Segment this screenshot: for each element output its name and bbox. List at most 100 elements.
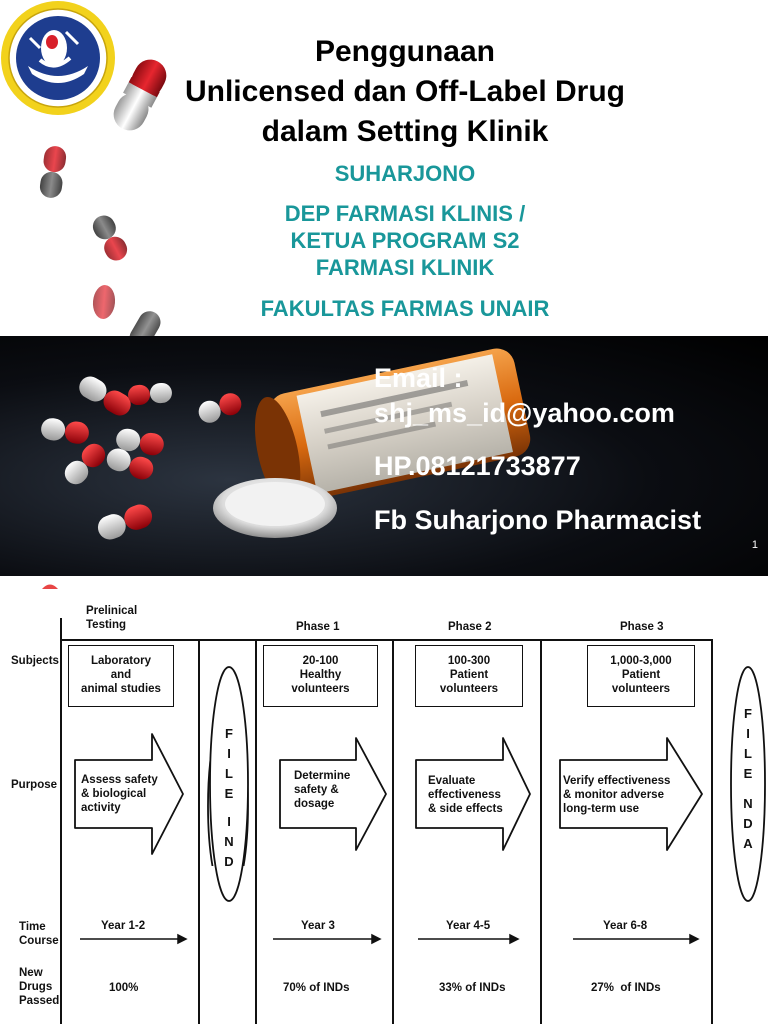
- purpose-phase1-line-2: safety &: [294, 784, 339, 796]
- purpose-text-phase-2: Evaluate effectiveness & side effects: [428, 774, 503, 816]
- row-label-passed-line-3: Passed: [19, 995, 60, 1007]
- subjects-phase1-line-3: volunteers: [291, 683, 350, 695]
- row-label-purpose: Purpose: [11, 779, 58, 791]
- column-divider-3: [392, 639, 394, 1024]
- file-ind-letter-5: I: [227, 814, 231, 829]
- file-ind-letter-3: L: [225, 766, 233, 781]
- passed-preclinical: 100%: [109, 982, 139, 994]
- email-label: Email :: [374, 363, 463, 393]
- title-line-2: Unlicensed dan Off-Label Drug: [184, 75, 626, 108]
- file-nda-text: F I L E N D A: [738, 704, 758, 854]
- passed-phase-2: 33% of INDs: [439, 982, 506, 994]
- subjects-preclinical-line-2: and: [110, 669, 132, 681]
- time-course-arrows: [80, 933, 700, 945]
- title-line-3: dalam Setting Klinik: [261, 115, 549, 148]
- subjects-preclinical-line-1: Laboratory: [90, 655, 152, 667]
- subjects-phase2-line-2: Patient: [449, 669, 489, 681]
- file-nda-letter-1: F: [744, 706, 752, 721]
- row-label-new-drugs-passed: New Drugs Passed: [19, 966, 59, 1008]
- purpose-preclinical-line-3: activity: [81, 802, 121, 814]
- title-line-1: Penggunaan: [314, 35, 495, 68]
- header-phase-2: Phase 2: [448, 621, 492, 633]
- purpose-phase2-line-3: & side effects: [428, 803, 503, 815]
- column-divider-4: [540, 639, 542, 1024]
- passed-phase-3: 27% of INDs: [591, 982, 661, 994]
- file-ind-letter-1: F: [225, 726, 233, 741]
- file-ind-letter-7: D: [224, 854, 234, 869]
- email-address: shj_ms_id@yahoo.com: [374, 398, 675, 428]
- file-nda-oval: [730, 666, 766, 902]
- purpose-arrow-phase-2: [415, 737, 531, 851]
- row-label-passed-line-1: New: [19, 967, 43, 979]
- affiliation-line-3: FARMASI KLINIK: [315, 255, 495, 280]
- row-label-passed-line-2: Drugs: [19, 981, 53, 993]
- column-divider-right: [711, 639, 713, 1024]
- university-seal-logo: [1, 1, 115, 115]
- file-ind-text: F I L E I N D: [219, 724, 239, 872]
- author-name: SUHARJONO: [334, 161, 476, 186]
- column-divider-left: [60, 618, 62, 1024]
- purpose-text-phase-1: Determine safety & dosage: [294, 769, 350, 811]
- subjects-phase3-line-3: volunteers: [611, 683, 671, 695]
- purpose-phase1-line-3: dosage: [294, 798, 335, 810]
- file-ind-letter-2: I: [227, 746, 231, 761]
- purpose-text-phase-3: Verify effectiveness & monitor adverse l…: [563, 774, 670, 816]
- title-slide: Penggunaan Unlicensed dan Off-Label Drug…: [0, 0, 768, 576]
- red-mark-decoration: [42, 584, 58, 589]
- purpose-phase1-line-1: Determine: [294, 770, 351, 782]
- purpose-arrows: [74, 726, 703, 866]
- header-rule: [60, 639, 712, 641]
- header-preclinical: Prelinical Testing: [86, 604, 137, 632]
- passed-phase-1: 70% of INDs: [283, 982, 350, 994]
- file-nda-letter-7: A: [743, 836, 753, 851]
- file-nda-letter-2: I: [746, 726, 750, 741]
- file-nda-letter-5: N: [743, 796, 753, 811]
- time-course-phase-3: Year 6-8: [603, 920, 648, 932]
- file-ind-spacer: [219, 804, 239, 812]
- subjects-phase1-line-2: Healthy: [299, 669, 342, 681]
- row-label-time-course-line-1: Time: [19, 921, 46, 933]
- file-nda-spacer: [738, 784, 758, 794]
- subjects-phase1-line-1: 20-100: [302, 655, 339, 667]
- header-preclinical-line-2: Testing: [86, 619, 127, 631]
- file-nda-letter-6: D: [743, 816, 753, 831]
- purpose-phase2-line-2: effectiveness: [428, 789, 501, 801]
- subjects-box-phase-3: 1,000-3,000 Patient volunteers: [587, 645, 695, 707]
- purpose-arrow-phase-1: [279, 737, 387, 851]
- time-course-preclinical: Year 1-2: [101, 920, 146, 932]
- file-ind-letter-6: N: [224, 834, 234, 849]
- file-ind-letter-4: E: [224, 786, 234, 801]
- subjects-phase3-line-2: Patient: [621, 669, 661, 681]
- file-nda-letter-3: L: [744, 746, 752, 761]
- facebook-contact: Fb Suharjono Pharmacist: [374, 505, 702, 535]
- file-ind-oval: [209, 666, 249, 902]
- header-preclinical-line-1: Prelinical: [86, 605, 138, 617]
- subjects-phase3-line-1: 1,000-3,000: [610, 655, 672, 667]
- column-divider-1: [198, 639, 200, 1024]
- affiliation: DEP FARMASI KLINIS / KETUA PROGRAM S2 FA…: [160, 200, 650, 281]
- time-course-phase-2: Year 4-5: [446, 920, 491, 932]
- faculty-name: FAKULTAS FARMAS UNAIR: [260, 296, 550, 321]
- purpose-phase3-line-1: Verify effectiveness: [563, 775, 671, 787]
- subjects-box-phase-1: 20-100 Healthy volunteers: [263, 645, 378, 707]
- slide-page-number: 1: [751, 539, 758, 551]
- purpose-phase3-line-3: long-term use: [563, 803, 640, 815]
- affiliation-line-2: KETUA PROGRAM S2: [290, 228, 520, 253]
- purpose-phase3-line-2: & monitor adverse: [563, 789, 664, 801]
- drug-development-phases-diagram: Prelinical Testing Phase 1 Phase 2 Phase…: [0, 576, 768, 1024]
- purpose-preclinical-line-1: Assess safety: [81, 774, 158, 786]
- header-phase-1: Phase 1: [296, 621, 340, 633]
- file-nda-letter-4: E: [743, 766, 753, 781]
- slide-title: Penggunaan Unlicensed dan Off-Label Drug…: [150, 32, 660, 152]
- subjects-phase2-line-1: 100-300: [447, 655, 491, 667]
- purpose-phase2-line-1: Evaluate: [428, 775, 476, 787]
- subjects-phase2-line-3: volunteers: [439, 683, 499, 695]
- header-phase-3: Phase 3: [620, 621, 664, 633]
- column-divider-2: [255, 639, 257, 1024]
- time-course-phase-1: Year 3: [301, 920, 335, 932]
- purpose-preclinical-line-2: & biological: [81, 788, 147, 800]
- falling-capsules-decoration: [39, 59, 167, 340]
- row-label-time-course: Time Course: [19, 920, 59, 948]
- purpose-arrow-preclinical: [74, 733, 184, 855]
- purpose-arrow-phase-3: [559, 737, 703, 851]
